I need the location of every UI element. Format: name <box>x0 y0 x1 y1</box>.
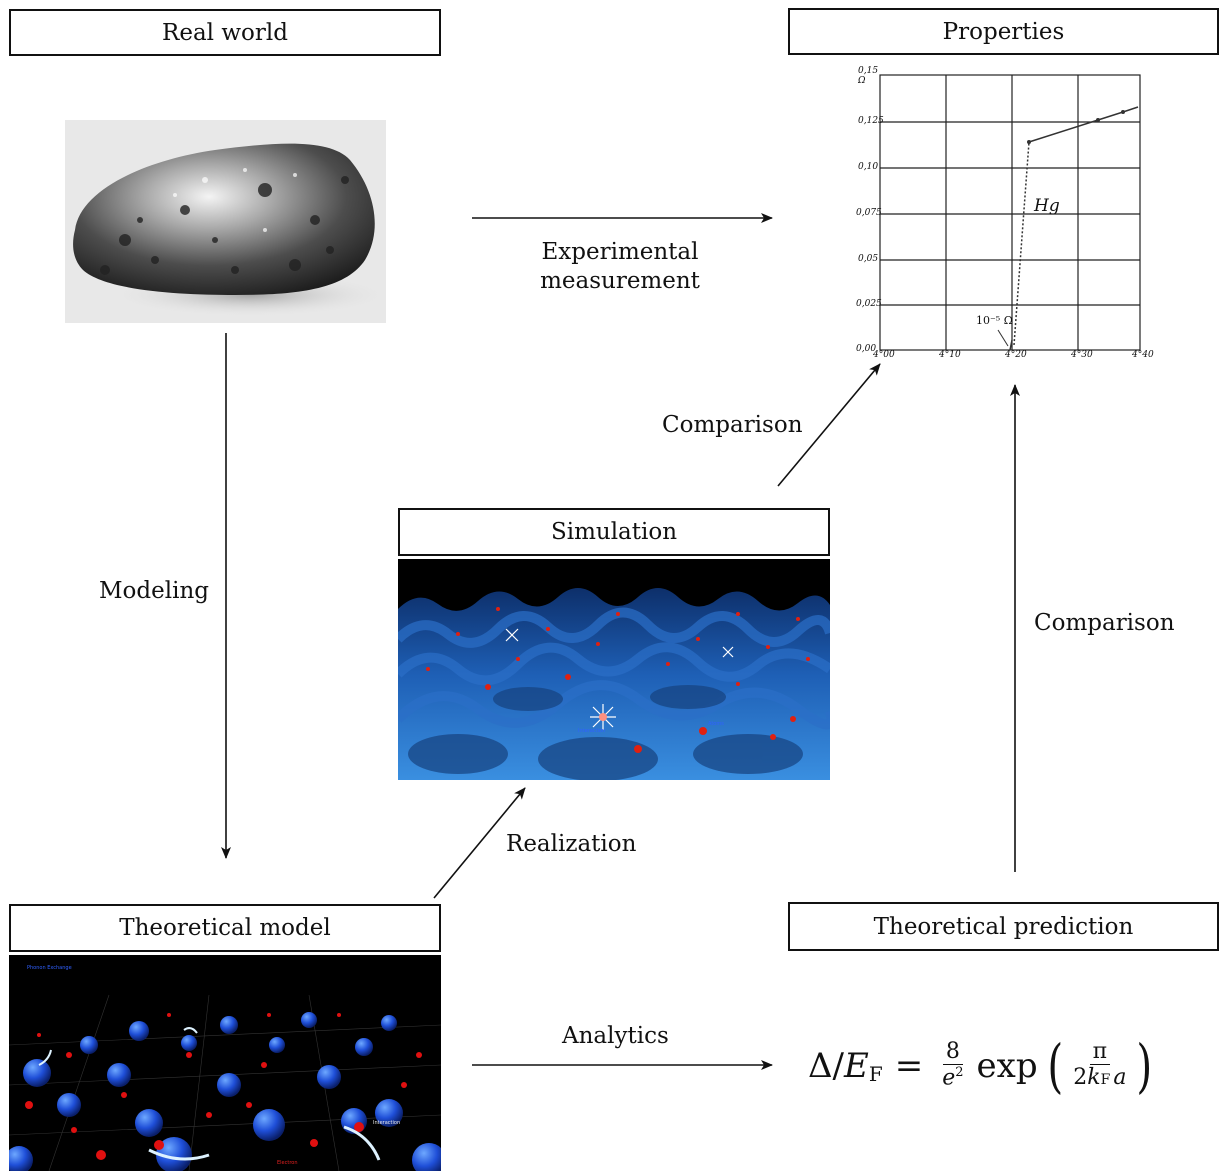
properties-label: Properties <box>942 18 1065 45</box>
formula-fraction-8-e2: 8 e2 <box>939 1039 966 1092</box>
x-tick: 4°10 <box>939 350 961 360</box>
x-tick: 4°40 <box>1132 350 1154 360</box>
x-tick: 4°30 <box>1071 350 1093 360</box>
formula-num8: 8 <box>942 1039 963 1066</box>
simulation-box: Simulation <box>398 508 830 556</box>
model-interaction-label: Interaction <box>373 1120 401 1126</box>
simulation-image: Interaction Atoms <box>398 559 830 780</box>
model-electron-label: Electron <box>277 1160 298 1166</box>
formula-rparen: ) <box>1136 1032 1153 1100</box>
formula-f-sub: F <box>868 1062 883 1086</box>
formula-e: E <box>844 1046 869 1086</box>
modeling-label: Modeling <box>99 578 209 604</box>
theoretical-model-box: Theoretical model <box>9 904 441 952</box>
comparison-left-label: Comparison <box>662 412 803 438</box>
x-tick: 4°00 <box>873 350 895 360</box>
formula-delta: Δ/ <box>808 1046 845 1086</box>
analytics-label: Analytics <box>562 1023 669 1049</box>
theoretical-model-image: Phonon Exchange Interaction Electron <box>9 955 441 1171</box>
theoretical-prediction-label: Theoretical prediction <box>873 913 1134 940</box>
plot-hg-label: Hg <box>1034 196 1060 216</box>
plot-resistance-annotation: 10⁻⁵ Ω <box>976 314 1013 327</box>
sim-atoms-label: Atoms <box>708 721 724 727</box>
properties-box: Properties <box>788 8 1219 55</box>
y-tick: 0,125 <box>858 116 884 126</box>
x-tick: 4°20 <box>1005 350 1027 360</box>
experimental-line1: Experimental <box>541 239 699 265</box>
model-phonon-label: Phonon Exchange <box>27 965 72 971</box>
experimental-line2: measurement <box>540 267 700 294</box>
y-tick: 0,00 <box>856 344 877 354</box>
realization-label: Realization <box>506 831 637 857</box>
y-tick: 0,075 <box>856 208 882 218</box>
simulation-label: Simulation <box>550 519 678 545</box>
y-tick: 0,025 <box>856 299 882 309</box>
y-tick: 0,15 Ω <box>858 66 879 86</box>
formula-den-e2: e2 <box>942 1065 964 1091</box>
real-world-box: Real world <box>9 9 441 56</box>
sim-interaction-label: Interaction <box>578 728 606 734</box>
plot-x-ticks: 4°00 4°10 4°20 4°30 4°40 <box>870 350 1160 364</box>
real-world-label: Real world <box>162 19 288 46</box>
experimental-measurement-label: Experimental measurement <box>530 238 710 296</box>
formula-lparen: ( <box>1047 1032 1063 1100</box>
theoretical-model-label: Theoretical model <box>119 915 331 941</box>
comparison-right-label: Comparison <box>1034 610 1175 636</box>
y-tick: 0,10 <box>858 162 879 172</box>
y-tick: 0,05 <box>858 254 879 264</box>
mercury-nugget-photo <box>65 120 386 323</box>
theoretical-prediction-box: Theoretical prediction <box>788 902 1219 951</box>
formula-equals: = <box>894 1046 924 1086</box>
formula-pi: π <box>1089 1040 1111 1066</box>
formula-exp: exp <box>976 1046 1038 1086</box>
